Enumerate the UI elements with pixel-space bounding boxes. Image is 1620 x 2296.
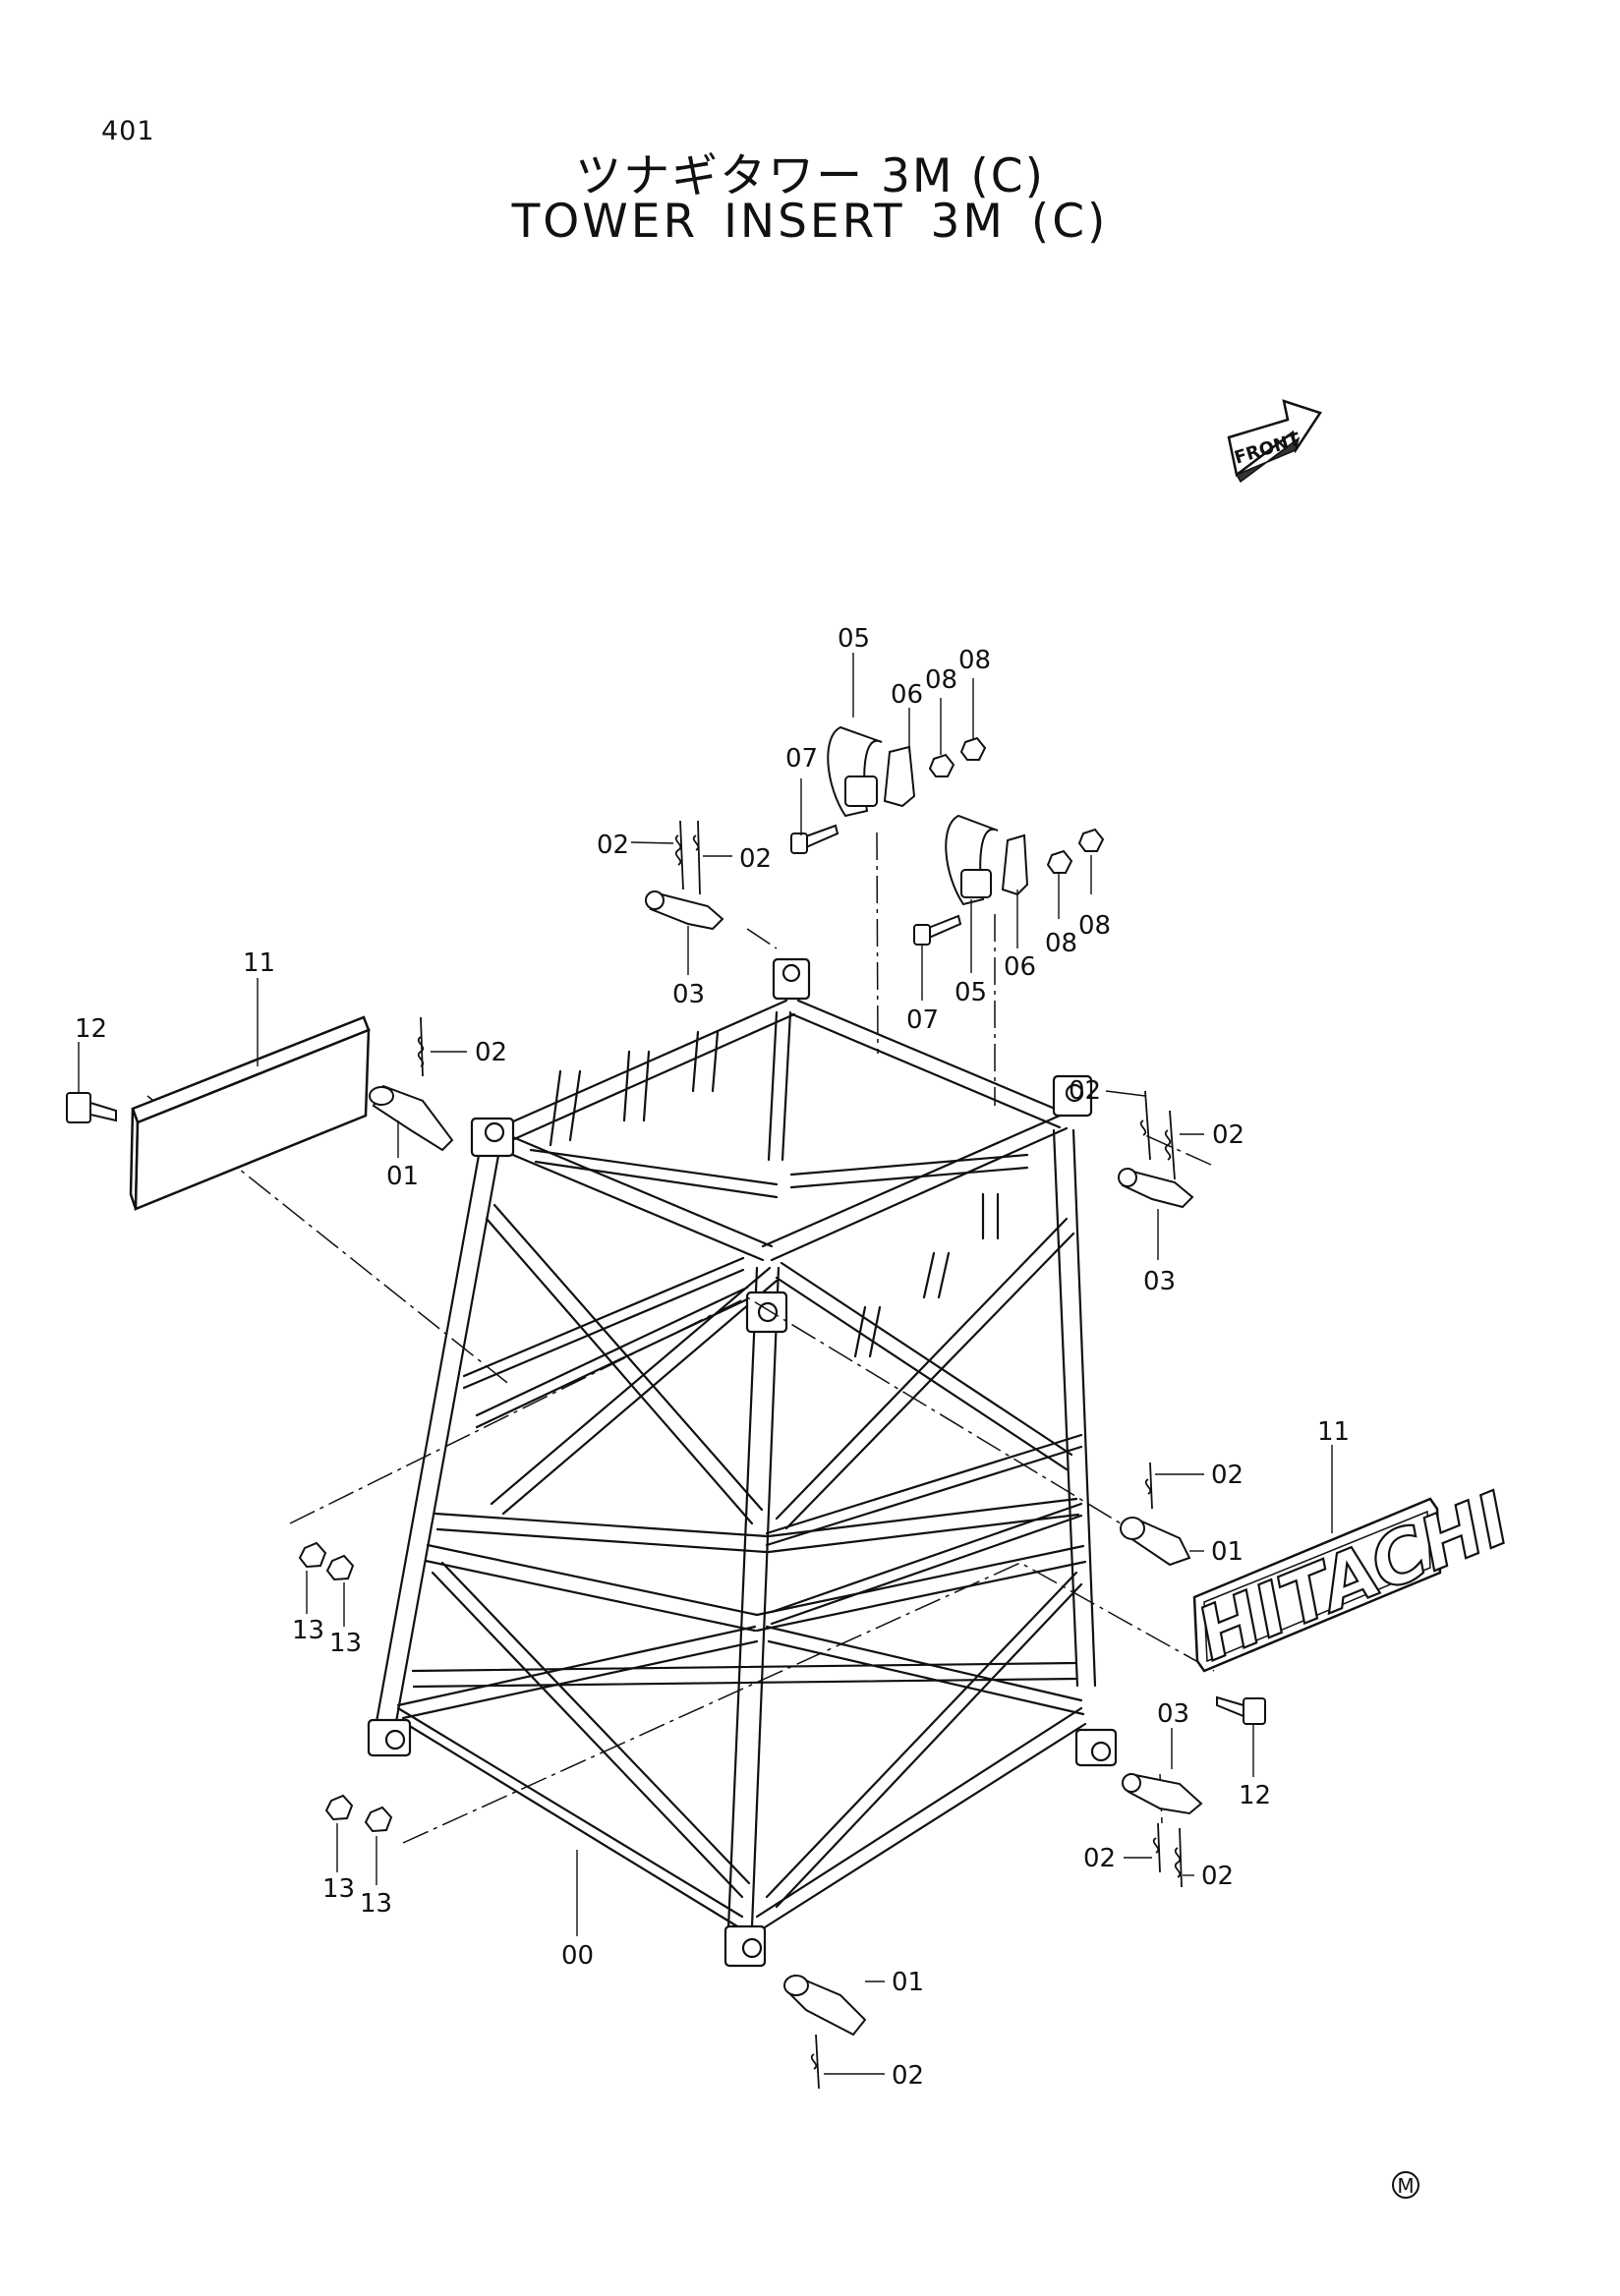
bolt-07-icon	[790, 824, 962, 946]
callout-label: 02	[1212, 1120, 1244, 1150]
callout-label: 13	[292, 1616, 324, 1645]
callout-label: 11	[1317, 1417, 1350, 1447]
callout-label: 02	[475, 1038, 507, 1067]
hitachi-nameplate-text: HITACHI	[1186, 1476, 1522, 1677]
callout-label: 13	[360, 1889, 392, 1919]
callout-label: 05	[838, 624, 870, 654]
callout-label: 07	[906, 1005, 939, 1035]
page-title-japanese: ツナギタワー 3M (C)	[575, 149, 1045, 203]
callout-label: 02	[1201, 1862, 1234, 1891]
hitachi-nameplate-icon: HITACHI	[1185, 1475, 1522, 1679]
callout-label: 05	[955, 978, 987, 1007]
callout-label: 07	[785, 744, 818, 774]
callout-label: 03	[672, 980, 705, 1009]
callout-label: 02	[1083, 1844, 1116, 1873]
callout-label: 00	[561, 1941, 594, 1971]
callout-label: 02	[892, 2061, 924, 2091]
callout-label: 08	[1078, 911, 1111, 941]
nut-13-icon	[298, 1541, 393, 1833]
callout-label: 02	[739, 844, 772, 874]
callout-label: 12	[1239, 1781, 1271, 1810]
bracket-06-icon	[883, 745, 1029, 896]
callout-label: 03	[1143, 1267, 1176, 1296]
front-arrow-icon: FRONT	[1227, 399, 1322, 484]
snap-pin-02-icon	[417, 820, 1183, 2090]
callout-label: 03	[1157, 1699, 1189, 1729]
callout-label: 02	[597, 831, 629, 860]
bolt-12-icon	[66, 1092, 1266, 1725]
nut-08-icon	[928, 736, 1105, 874]
corner-mark-icon: M	[1392, 2171, 1419, 2199]
callout-labels: 05 08 06 08 07 02 02 08 08 06 05 07 03 1…	[75, 624, 1350, 2091]
page-number: 401	[101, 116, 155, 146]
pin-03-icon	[645, 890, 1203, 1815]
callout-label: 02	[1069, 1076, 1101, 1106]
callout-label: 06	[1004, 952, 1036, 982]
callout-label: 01	[386, 1162, 419, 1191]
plain-nameplate-icon	[129, 1015, 371, 1211]
leader-lines	[78, 653, 1333, 2075]
callout-label: 13	[322, 1874, 355, 1904]
callout-label: 08	[958, 646, 991, 675]
corner-mark-letter: M	[1397, 2174, 1414, 2198]
callout-label: 02	[1211, 1461, 1244, 1490]
callout-label: 11	[243, 948, 275, 978]
callout-label: 08	[1045, 929, 1077, 958]
callout-label: 01	[892, 1968, 924, 1997]
callout-label: 13	[329, 1629, 362, 1658]
tower-frame	[367, 957, 1118, 1968]
callout-label: 01	[1211, 1537, 1244, 1567]
pin-01-icon	[369, 1084, 1191, 2037]
callout-label: 12	[75, 1014, 107, 1044]
page-title-english: TOWER INSERT 3M (C)	[511, 195, 1109, 249]
bracket-05-icon	[827, 725, 999, 906]
callout-label: 08	[925, 665, 957, 695]
callout-label: 06	[891, 680, 923, 710]
